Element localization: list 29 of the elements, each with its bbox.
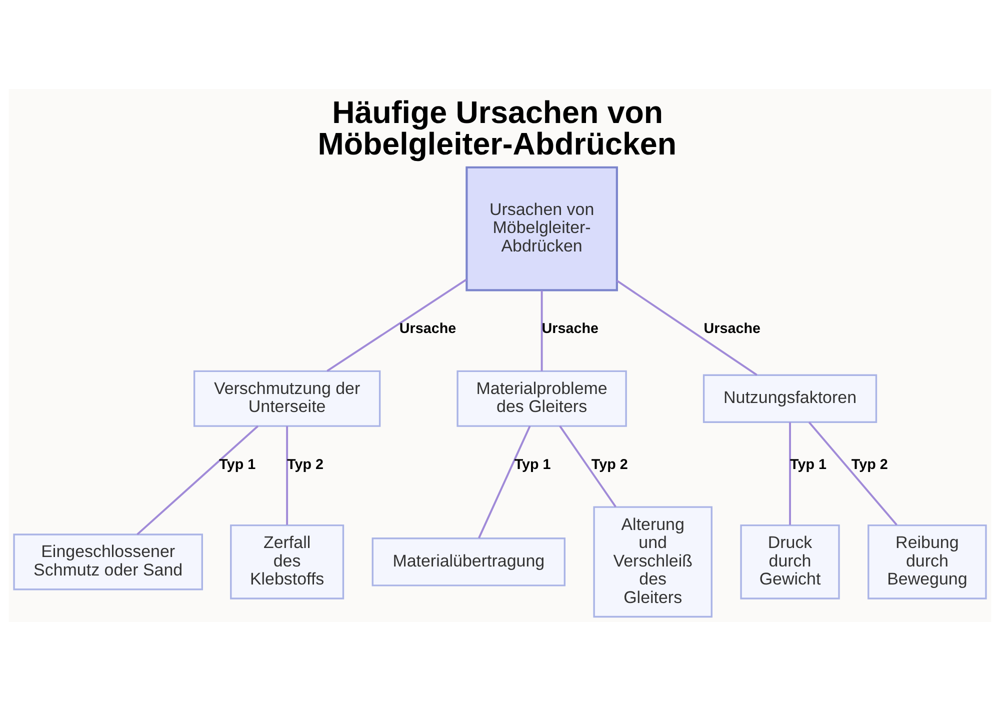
diagram-title: Häufige Ursachen von Möbelgleiter-Abdrücken bbox=[318, 94, 677, 162]
connector bbox=[616, 279, 758, 376]
node-box: Materialübertragung bbox=[372, 537, 566, 586]
node-box: Zerfall des Klebstoffs bbox=[230, 524, 344, 599]
edge-label: Typ 1 bbox=[514, 456, 551, 472]
connector bbox=[286, 426, 288, 524]
connector bbox=[326, 278, 467, 372]
connector bbox=[540, 290, 543, 371]
node-box: Ursachen von Möbelgleiter-Abdrücken bbox=[466, 166, 618, 291]
connector bbox=[559, 425, 616, 507]
edge-label: Ursache bbox=[704, 320, 760, 337]
edge-label: Typ 1 bbox=[219, 456, 256, 472]
edge-label: Typ 2 bbox=[591, 456, 628, 472]
edge-label: Ursache bbox=[542, 320, 598, 337]
node-box: Materialprobleme des Gleiters bbox=[456, 370, 627, 426]
connector bbox=[789, 422, 791, 524]
node-box: Druck durch Gewicht bbox=[740, 524, 840, 599]
node-box: Alterung und Verschleiß des Gleiters bbox=[593, 506, 712, 618]
node-box: Reibung durch Bewegung bbox=[868, 524, 987, 599]
edge-label: Ursache bbox=[399, 320, 456, 337]
edge-label: Typ 2 bbox=[851, 456, 888, 472]
node-box: Eingeschlossener Schmutz oder Sand bbox=[13, 533, 203, 590]
edge-label: Typ 2 bbox=[287, 456, 324, 472]
node-box: Nutzungsfaktoren bbox=[702, 374, 878, 422]
node-box: Verschmutzung der Unterseite bbox=[193, 370, 381, 426]
connector bbox=[808, 421, 898, 525]
connector bbox=[136, 424, 259, 535]
edge-label: Typ 1 bbox=[790, 456, 826, 472]
connector bbox=[478, 425, 531, 538]
